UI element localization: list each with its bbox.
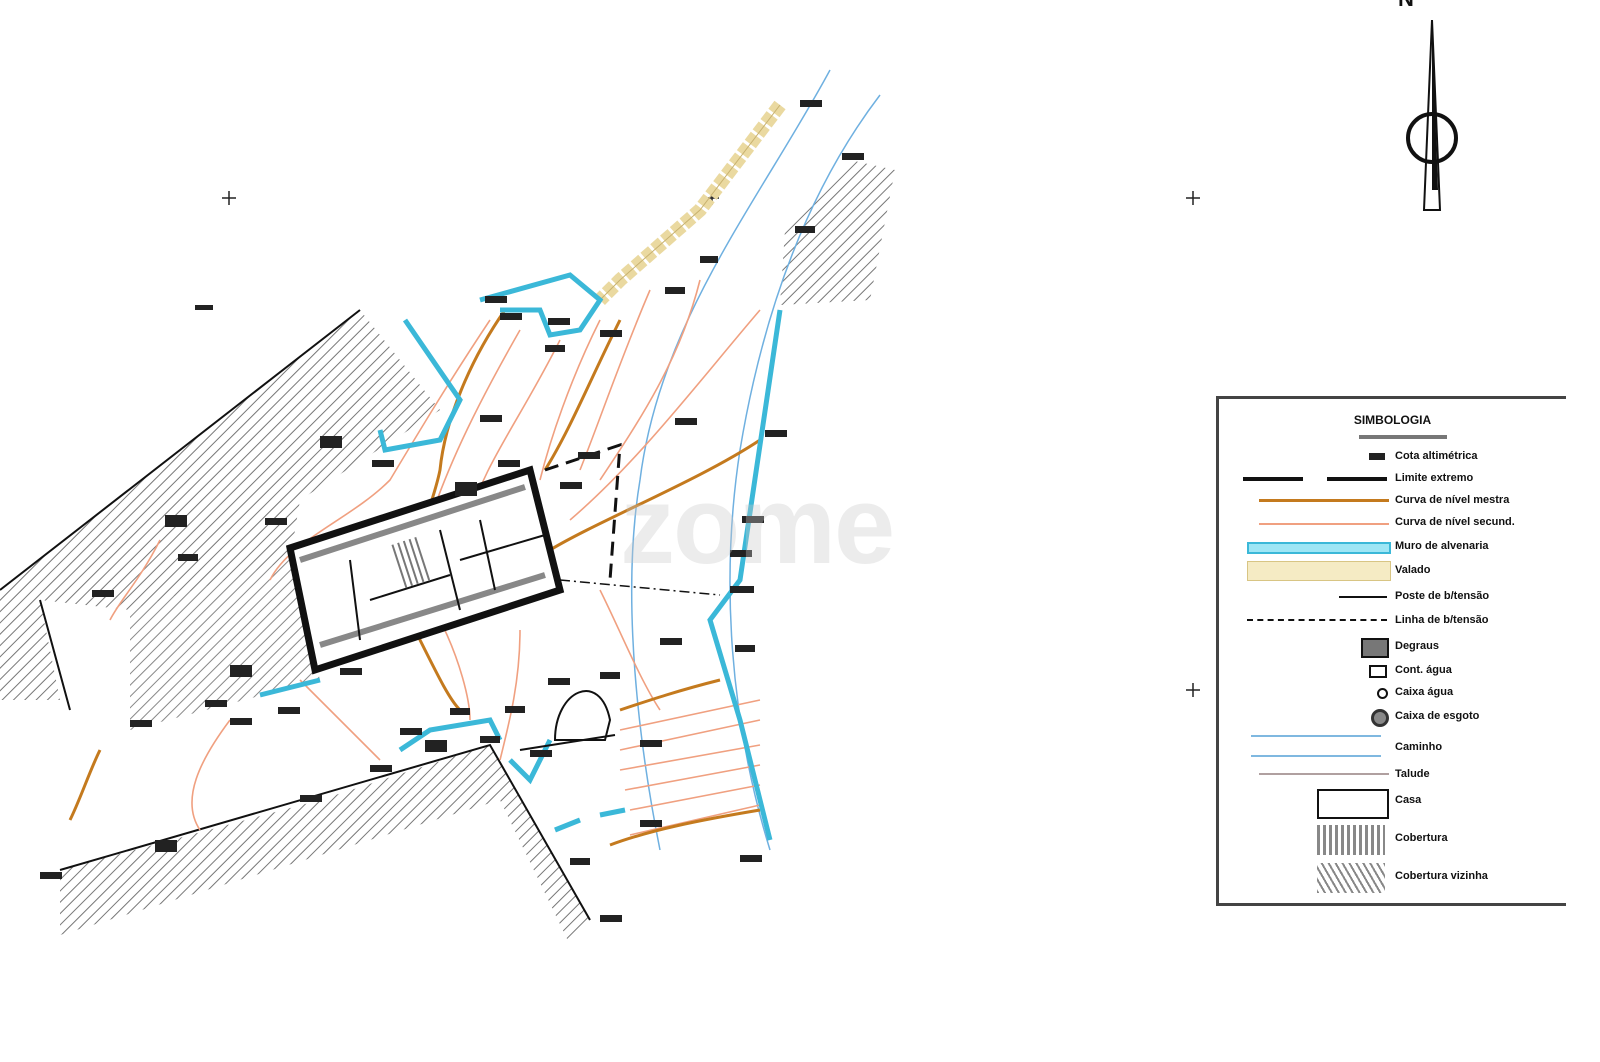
legend-item: Cont. água xyxy=(1219,661,1566,683)
legend-item: Caminho xyxy=(1219,731,1566,757)
legend-item: Cobertura xyxy=(1219,825,1566,855)
legend-title: SIMBOLOGIA xyxy=(1353,413,1432,427)
watermark: zome xyxy=(620,464,895,587)
boundary-line-icon xyxy=(1243,477,1303,481)
water-meter-icon xyxy=(1369,665,1387,678)
legend-item: Muro de alvenaria xyxy=(1219,537,1566,559)
power-pole-icon xyxy=(1339,596,1387,598)
legend-item: Curva de nível mestra xyxy=(1219,491,1566,513)
legend-item: Caixa água xyxy=(1219,683,1566,705)
masonry-wall-icon xyxy=(1247,542,1391,554)
legend-title-underline xyxy=(1359,435,1447,439)
secondary-contour-icon xyxy=(1259,523,1389,525)
steps-icon xyxy=(1361,638,1389,658)
north-label: N xyxy=(1398,0,1414,12)
legend-item: Curva de nível secund. xyxy=(1219,513,1566,535)
water-box-icon xyxy=(1377,688,1388,699)
stairs xyxy=(389,536,432,589)
boundary-line xyxy=(544,442,622,581)
legend-item: Casa xyxy=(1219,789,1566,819)
stone-fence xyxy=(595,100,786,305)
legend-item: Poste de b/tensão xyxy=(1219,587,1566,609)
legend-item: Limite extremo xyxy=(1219,469,1566,491)
path-icon xyxy=(1251,735,1381,757)
slope-icon xyxy=(1259,773,1389,775)
legend-item: Linha de b/tensão xyxy=(1219,611,1566,633)
elevation-mark-icon xyxy=(1369,453,1385,460)
master-contour-icon xyxy=(1259,499,1389,502)
slope-lines xyxy=(619,699,761,836)
legend-item: Valado xyxy=(1219,561,1566,583)
elevation-labels xyxy=(40,100,864,922)
roof-icon xyxy=(1317,825,1385,855)
legend-item: Talude xyxy=(1219,765,1566,787)
legend-item: Caixa de esgoto xyxy=(1219,707,1566,729)
neighbor-roof-icon xyxy=(1317,863,1385,893)
power-line xyxy=(559,579,721,596)
masonry-walls xyxy=(259,272,783,841)
legend-item: Cota altimétrica xyxy=(1219,447,1566,469)
power-line-icon xyxy=(1247,619,1387,621)
house xyxy=(285,465,565,675)
neighbor-roofs xyxy=(0,160,895,945)
legend: SIMBOLOGIA Cota altimétrica Limite extre… xyxy=(1216,396,1566,906)
sewer-box-icon xyxy=(1371,709,1389,727)
house-icon xyxy=(1317,789,1389,819)
stone-fence-icon xyxy=(1247,561,1391,581)
north-arrow-icon xyxy=(1406,19,1458,211)
legend-item: Degraus xyxy=(1219,637,1566,659)
legend-item: Cobertura vizinha xyxy=(1219,863,1566,893)
